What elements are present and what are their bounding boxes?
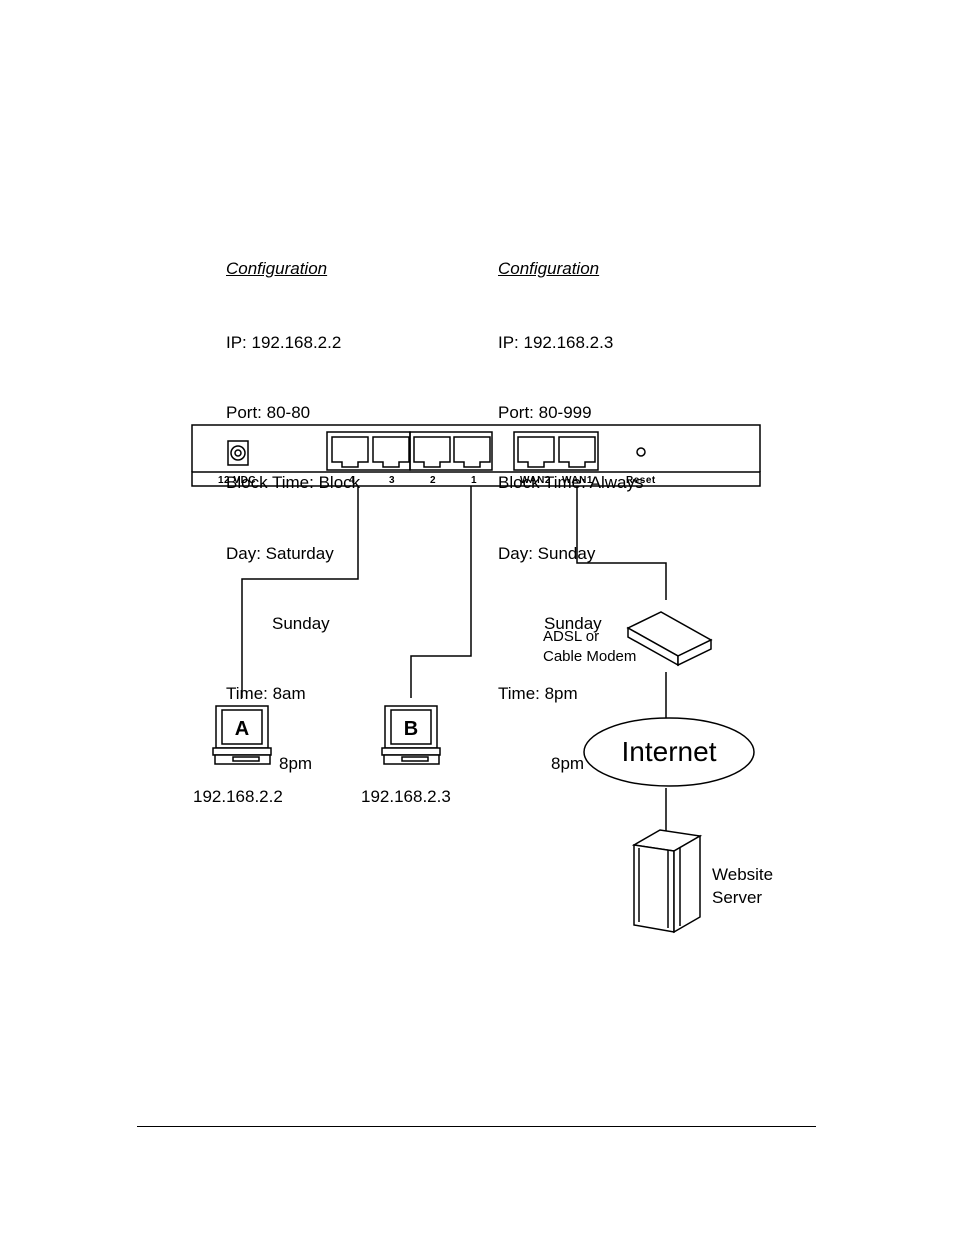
config-a-day: Day: Saturday bbox=[226, 543, 334, 563]
lan-label-3: 3 bbox=[389, 475, 395, 486]
config-a-time2: 8pm bbox=[279, 754, 313, 774]
pc-b-letter: B bbox=[404, 718, 418, 740]
server-icon bbox=[631, 829, 703, 934]
config-b-block: Configuration IP: 192.168.2.3 Port: 80-9… bbox=[498, 210, 644, 799]
server-label-line2: Server bbox=[712, 888, 762, 907]
config-a-block: Configuration IP: 192.168.2.2 Port: 80-8… bbox=[226, 210, 360, 799]
lan-label-1: 1 bbox=[471, 475, 477, 486]
pc-a-icon bbox=[212, 705, 272, 765]
wan2-label: WAN2 bbox=[520, 475, 551, 486]
config-b-day2: Sunday bbox=[544, 613, 602, 633]
footer-divider bbox=[137, 1126, 816, 1127]
config-a-ip: IP: 192.168.2.2 bbox=[226, 333, 342, 353]
pc-a-letter: A bbox=[235, 718, 249, 740]
config-b-block-time: Block Time: Always bbox=[498, 473, 644, 493]
modem-label-line1: ADSL or bbox=[543, 628, 599, 645]
config-a-time: Time: 8am bbox=[226, 684, 306, 704]
lan-label-4: 4 bbox=[349, 475, 355, 486]
modem-label-line2: Cable Modem bbox=[543, 648, 636, 665]
lan-port-4-icon bbox=[331, 436, 369, 468]
cable-wan1-to-modem bbox=[576, 486, 667, 600]
lan-port-3-icon bbox=[372, 436, 410, 468]
power-label: 12 VDC bbox=[218, 475, 256, 486]
lan-port-2-icon bbox=[413, 436, 451, 468]
router-panel bbox=[191, 424, 761, 487]
config-b-heading: Configuration bbox=[498, 258, 600, 278]
cable-port4-to-pc-a bbox=[241, 486, 359, 698]
power-jack-icon bbox=[227, 440, 249, 466]
wan2-port-icon bbox=[517, 436, 555, 468]
server-label-line1: Website bbox=[712, 865, 773, 884]
config-a-heading: Configuration bbox=[226, 258, 328, 278]
cable-port1-to-pc-b bbox=[410, 486, 472, 698]
config-b-time: Time: 8pm bbox=[498, 684, 578, 704]
internet-cloud-icon bbox=[583, 717, 755, 787]
reset-label: Reset bbox=[626, 475, 656, 486]
pc-a-ip: 192.168.2.2 bbox=[193, 787, 283, 806]
wan1-label: WAN1 bbox=[562, 475, 593, 486]
config-b-port: Port: 80-999 bbox=[498, 403, 592, 423]
wan1-port-icon bbox=[558, 436, 596, 468]
internet-label: Internet bbox=[622, 736, 717, 767]
lan-port-1-icon bbox=[453, 436, 491, 468]
config-b-day: Day: Sunday bbox=[498, 543, 596, 563]
config-a-port: Port: 80-80 bbox=[226, 403, 311, 423]
reset-button-icon bbox=[636, 447, 646, 457]
pc-b-ip: 192.168.2.3 bbox=[361, 787, 451, 806]
config-a-day2: Sunday bbox=[272, 613, 330, 633]
config-a-block-time: Block Time: Block bbox=[226, 473, 361, 493]
lan-label-2: 2 bbox=[430, 475, 436, 486]
pc-b-icon bbox=[381, 705, 441, 765]
config-b-ip: IP: 192.168.2.3 bbox=[498, 333, 614, 353]
config-b-time2: 8pm bbox=[551, 754, 585, 774]
modem-icon bbox=[626, 611, 713, 667]
